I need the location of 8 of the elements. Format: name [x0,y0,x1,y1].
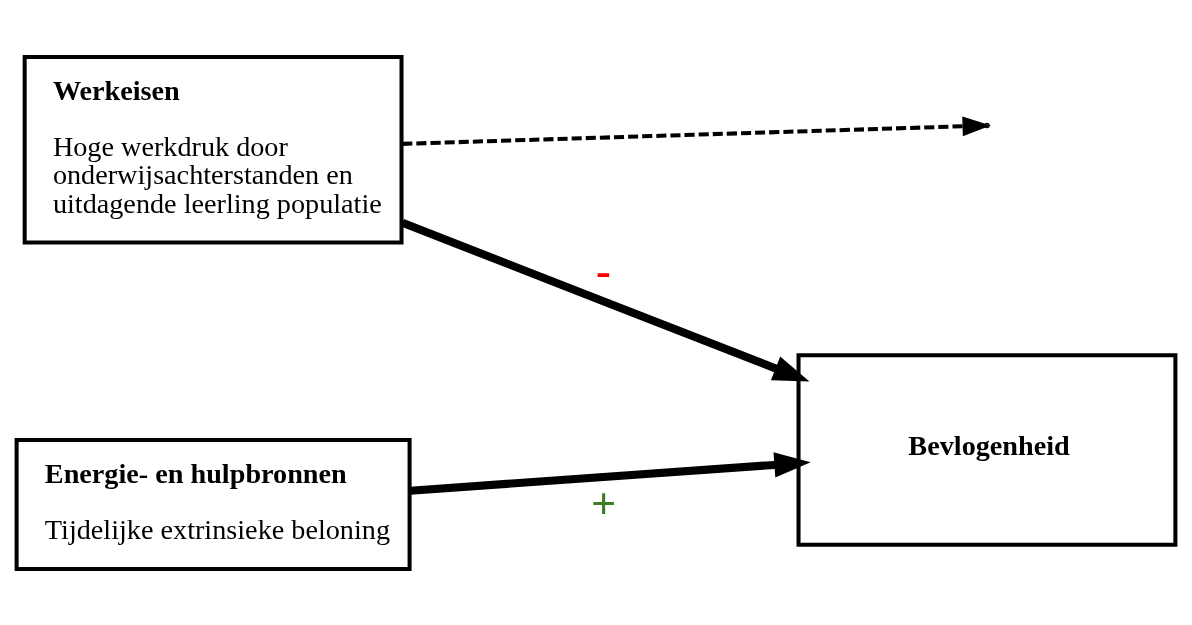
edge-label: - [596,245,611,296]
node-box: Energie- en hulpbronnen Tijdelijke extrinsieke beloning [14,437,412,571]
arrow [401,218,810,382]
arrow [410,451,811,495]
arrow [402,115,991,146]
node-box: Bevlogenheid [796,352,1178,547]
node-box: Werkeisen Hoge werkdruk door onderwijsachterstanden en uitdagende leerling populatie [22,54,404,244]
edge-label: + [590,477,617,528]
